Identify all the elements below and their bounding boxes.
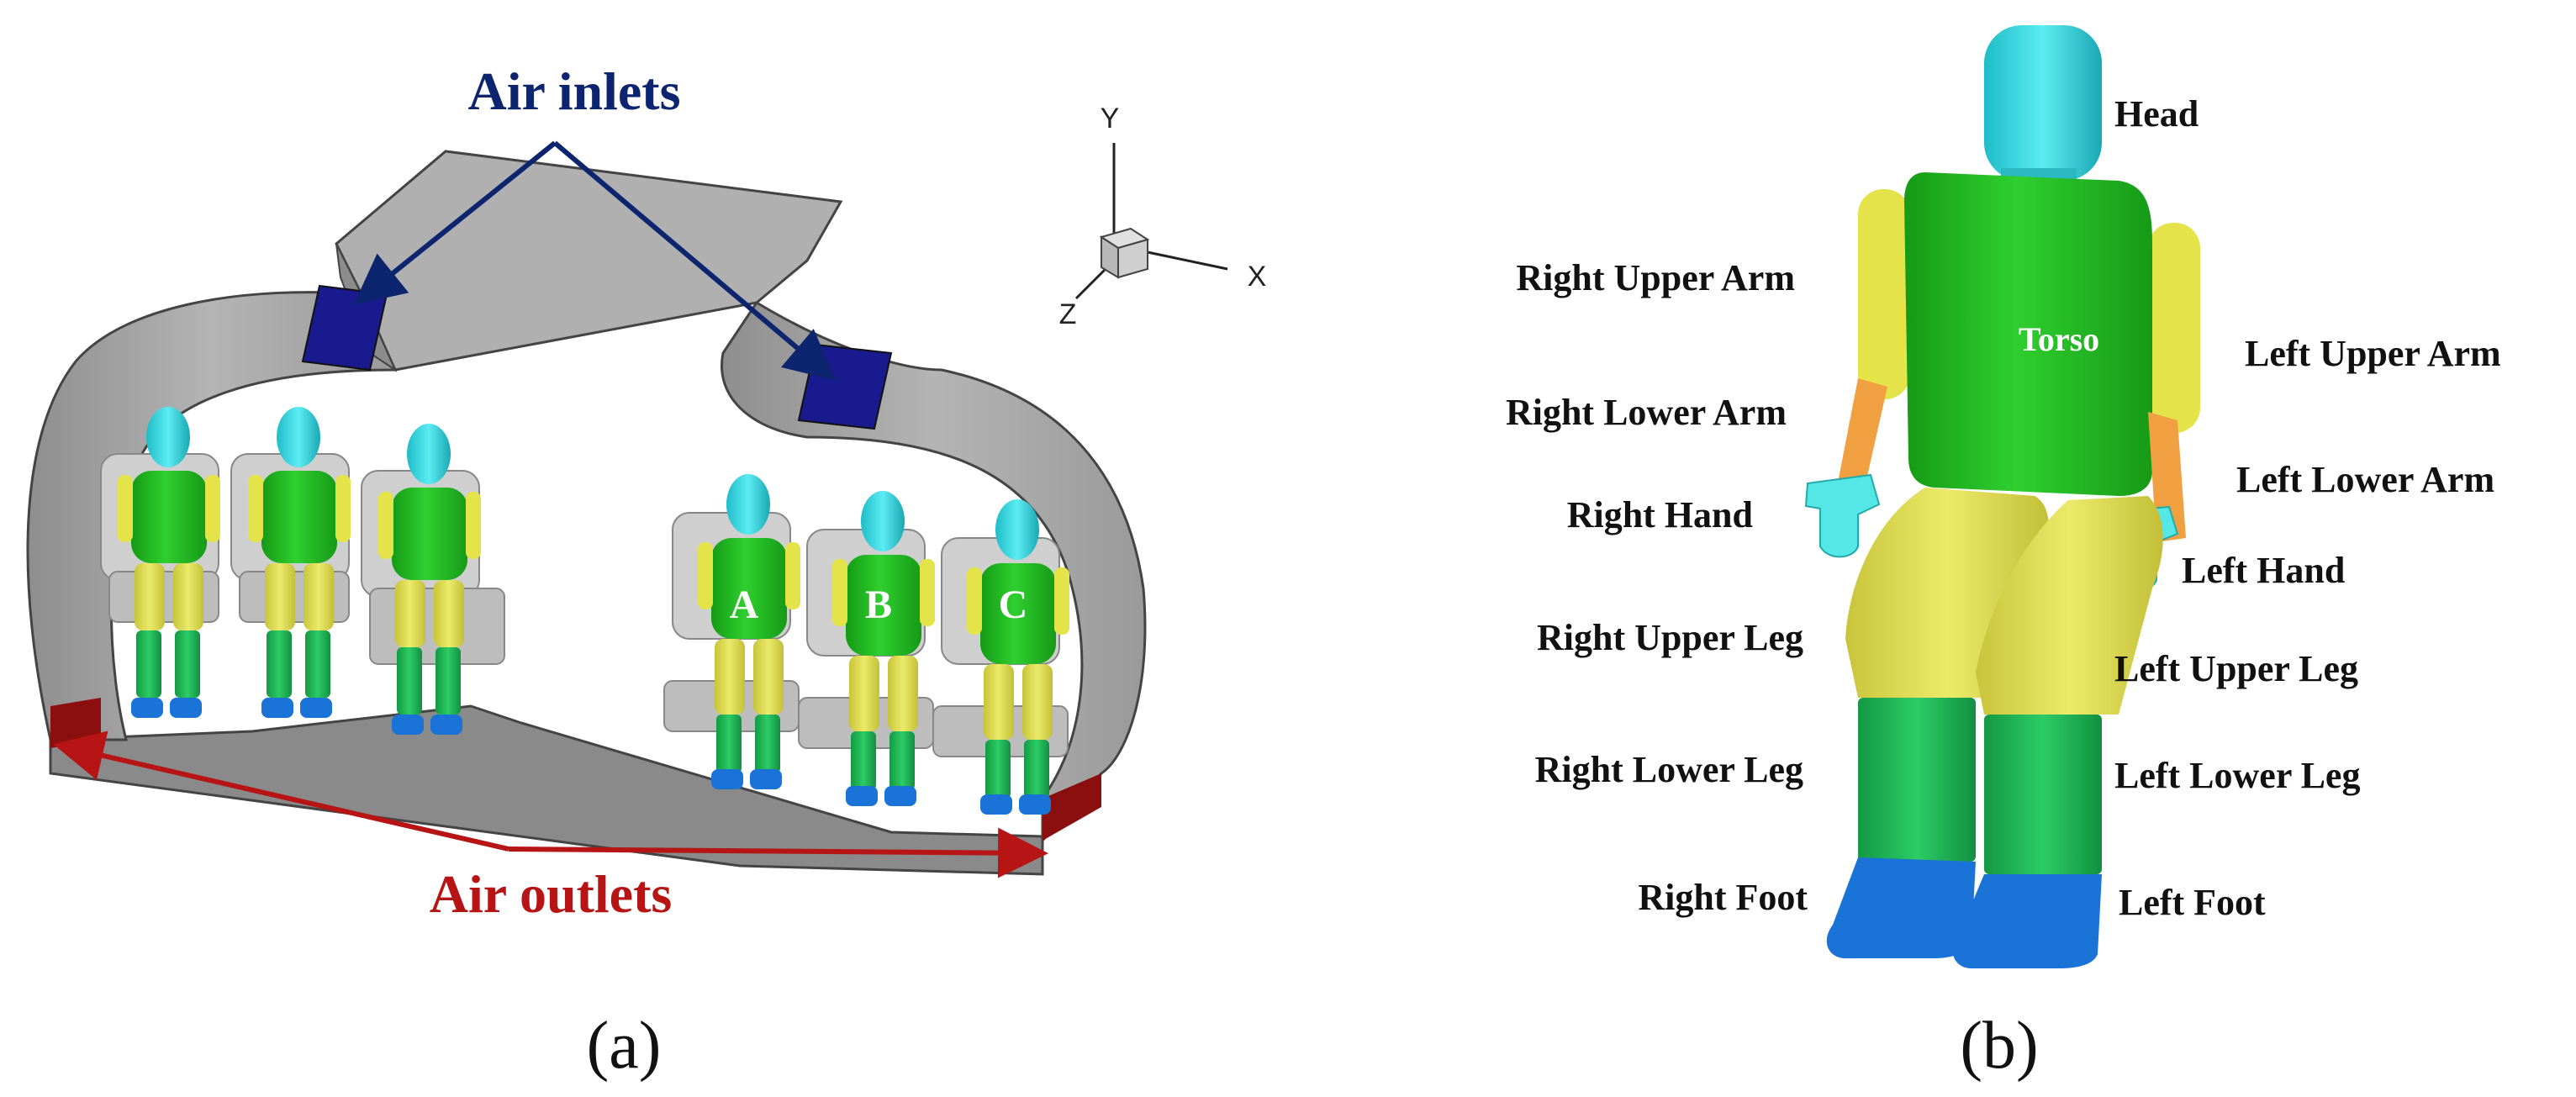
outlet-arrow-left <box>53 730 509 852</box>
manikin-c <box>932 499 1069 815</box>
right-foot-label: Right Foot <box>1638 877 1808 918</box>
manikin <box>361 424 505 735</box>
axis-triad: Y X Z <box>1059 103 1267 330</box>
axis-x-label: X <box>1248 261 1267 293</box>
panel-b: Torso Right Upper Arm Right Lower Arm Ri… <box>1506 25 2501 1083</box>
head-label: Head <box>2114 93 2199 134</box>
left-hand-label: Left Hand <box>2182 550 2345 591</box>
left-foot-part <box>1952 874 2102 968</box>
right-lower-leg-part <box>1858 698 1976 862</box>
right-hand-part <box>1804 473 1881 558</box>
left-foot-label: Left Foot <box>2119 882 2266 923</box>
torso-label: Torso <box>2019 320 2099 358</box>
manikin <box>100 407 220 718</box>
left-lower-leg-part <box>1984 715 2102 874</box>
right-upper-arm-part <box>1858 189 1910 399</box>
right-upper-arm-label: Right Upper Arm <box>1516 257 1795 298</box>
right-foot-part <box>1826 857 1976 958</box>
inlet-patch-right <box>797 343 893 430</box>
head-part <box>1984 25 2102 181</box>
seat-label-b: B <box>865 583 892 627</box>
air-inlet-annotation: Air inlets <box>353 61 837 381</box>
caption-b: (b) <box>1960 1009 2038 1083</box>
outlet-patch-left <box>50 698 101 748</box>
caption-a: (a) <box>587 1009 662 1083</box>
outlet-arrow-right <box>508 827 1048 878</box>
left-upper-leg-part <box>1976 496 2163 715</box>
right-lower-leg-label: Right Lower Leg <box>1535 749 1803 790</box>
panel-a: A B C Air inlets Air outlets Y X Z <box>26 61 1267 1083</box>
left-upper-leg-label: Left Upper Leg <box>2114 648 2358 689</box>
right-lower-arm-label: Right Lower Arm <box>1506 392 1787 433</box>
axis-cube-right <box>1117 238 1148 279</box>
manikin <box>230 407 351 718</box>
manikin-a <box>663 474 800 789</box>
left-upper-arm-label: Left Upper Arm <box>2245 333 2501 374</box>
air-outlets-label: Air outlets <box>430 864 673 924</box>
left-lower-arm-label: Left Lower Arm <box>2236 459 2494 500</box>
x-axis-line <box>1147 251 1228 271</box>
air-outlet-annotation: Air outlets <box>53 730 1048 924</box>
manikin-row-left <box>100 407 505 735</box>
inlet-arrow-right <box>553 140 837 381</box>
seat-label-a: A <box>730 583 759 627</box>
axis-y-label: Y <box>1101 103 1120 134</box>
outlet-patch-right <box>1043 773 1101 841</box>
left-lower-leg-label: Left Lower Leg <box>2114 755 2360 796</box>
manikin-b <box>798 491 935 806</box>
manikin-model: Torso <box>1804 25 2200 968</box>
right-upper-leg-label: Right Upper Leg <box>1537 617 1803 658</box>
air-inlets-label: Air inlets <box>467 61 680 121</box>
seat-label-c: C <box>999 583 1028 627</box>
left-upper-arm-part <box>2148 223 2200 433</box>
z-axis-line <box>1074 267 1107 300</box>
axis-z-label: Z <box>1059 298 1077 330</box>
right-hand-label: Right Hand <box>1567 494 1753 535</box>
torso-part <box>1904 172 2152 496</box>
manikin-row-right: A B C <box>663 474 1069 815</box>
inlet-arrow-left <box>353 140 557 305</box>
